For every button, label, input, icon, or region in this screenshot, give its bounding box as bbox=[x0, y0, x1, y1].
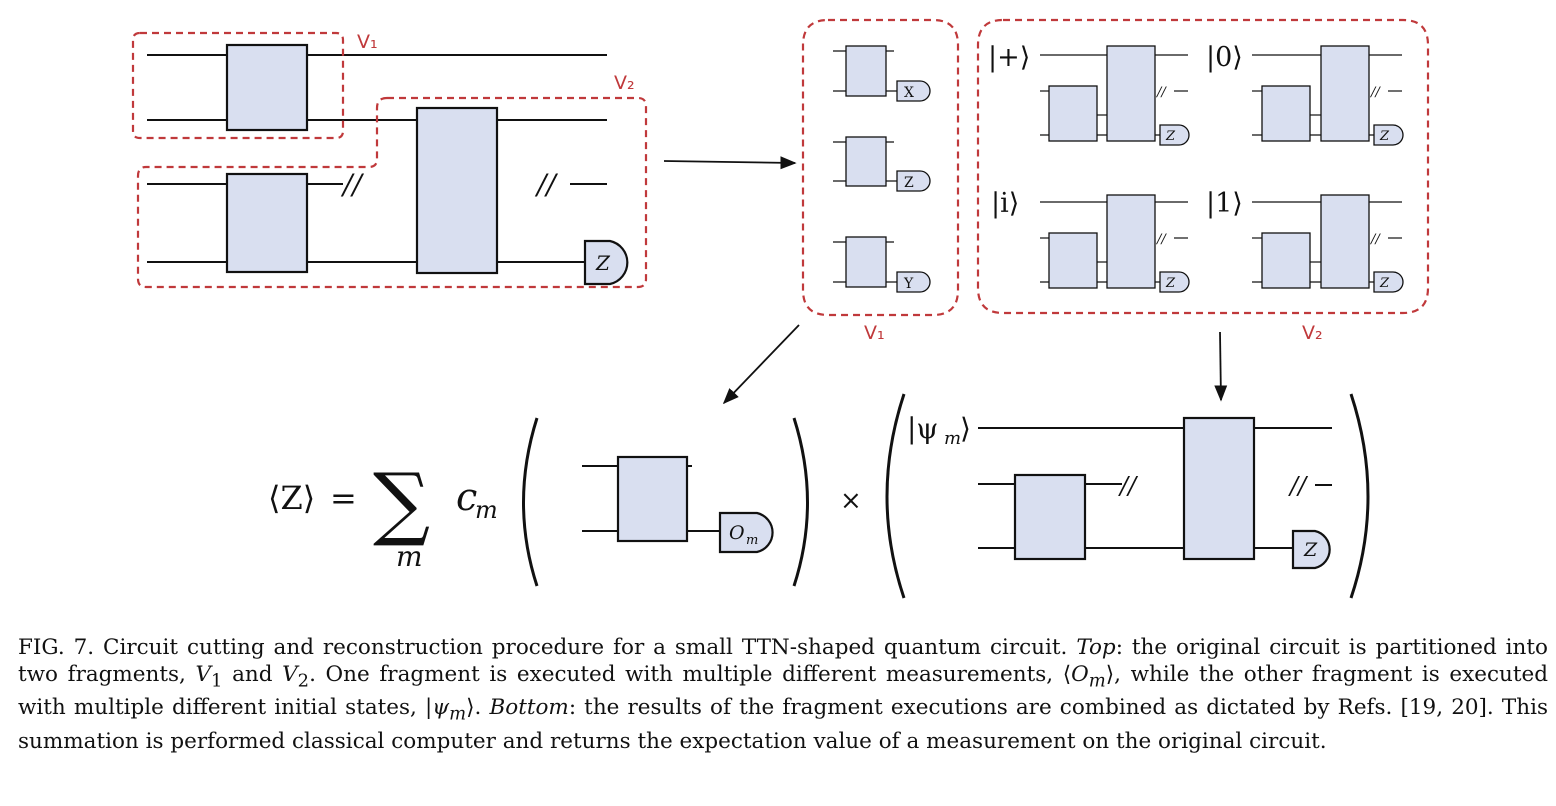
initial-state-psi: |ψ m ⟩ bbox=[907, 412, 971, 449]
svg-text://: // bbox=[1369, 232, 1381, 247]
original-circuit: // // Z V₁ V₂ bbox=[131, 31, 648, 289]
svg-text:O: O bbox=[729, 522, 745, 544]
svg-text:Y: Y bbox=[903, 276, 914, 292]
measurement-z-bottom: Z bbox=[1291, 529, 1331, 570]
initial-state-zero: |0⟩ bbox=[1206, 42, 1243, 73]
gate-u1 bbox=[225, 43, 309, 132]
v1-variant-x: X bbox=[833, 45, 931, 102]
left-paren-close bbox=[792, 417, 809, 587]
initial-state-plus: |+⟩ bbox=[988, 42, 1030, 73]
svg-text:Z: Z bbox=[595, 251, 611, 275]
v2-variant-plus: |+⟩ // Z bbox=[988, 42, 1190, 146]
measurement-om: O m bbox=[718, 511, 774, 554]
svg-text:X: X bbox=[904, 85, 914, 101]
figure-caption: FIG. 7. Circuit cutting and reconstructi… bbox=[18, 635, 1548, 754]
cut-mark: // bbox=[1118, 472, 1139, 500]
fragment-v1-label: V₁ bbox=[357, 31, 378, 53]
svg-text:m: m bbox=[475, 496, 498, 524]
svg-text:Z: Z bbox=[1303, 539, 1318, 561]
arrow-down-left bbox=[722, 324, 800, 405]
svg-text:c: c bbox=[456, 475, 477, 519]
fragment-v1-circuit: O m bbox=[582, 455, 774, 554]
fragment-v2-boundary bbox=[136, 96, 648, 289]
v1-variant-z: Z bbox=[833, 136, 931, 192]
svg-text://: // bbox=[1155, 85, 1167, 100]
caption-label: FIG. 7. bbox=[18, 635, 95, 660]
initial-state-one: |1⟩ bbox=[1206, 188, 1243, 219]
initial-state-i: |i⟩ bbox=[991, 188, 1019, 219]
times-sign: × bbox=[840, 486, 862, 516]
arrow-down bbox=[1214, 331, 1228, 402]
right-paren-close bbox=[1349, 393, 1370, 599]
svg-text:⟩: ⟩ bbox=[960, 412, 971, 445]
svg-text:m: m bbox=[746, 533, 758, 548]
v2-variants-label: V₂ bbox=[1302, 322, 1323, 344]
v1-measurement-variants: X Z Y V₁ bbox=[801, 18, 960, 344]
gate-u3 bbox=[415, 106, 499, 275]
cut-mark: // bbox=[1288, 472, 1309, 500]
svg-text://: // bbox=[1369, 85, 1381, 100]
svg-text:Z: Z bbox=[1379, 276, 1390, 291]
v1-variant-y: Y bbox=[833, 236, 931, 293]
expectation-value-z: ⟨Z⟩ bbox=[268, 479, 315, 517]
fragment-v2-label: V₂ bbox=[614, 72, 635, 94]
v2-state-variants: |+⟩ // Z |0⟩ // Z |i⟩ bbox=[976, 18, 1430, 344]
measurement-z: Z bbox=[583, 239, 629, 286]
v1-variants-label: V₁ bbox=[864, 322, 885, 344]
svg-text://: // bbox=[1155, 232, 1167, 247]
fragment-v2-circuit: |ψ m ⟩ // // Z bbox=[907, 412, 1332, 570]
equals-sign: = bbox=[330, 479, 357, 517]
circuit-cutting-figure: // // Z V₁ V₂ X Z bbox=[131, 18, 1430, 599]
cut-mark: // bbox=[534, 168, 558, 201]
svg-text:|ψ: |ψ bbox=[907, 412, 938, 445]
sum-symbol: ∑ bbox=[373, 456, 430, 549]
reconstruction-equation: ⟨Z⟩ = ∑ m c m O m × |ψ m ⟩ bbox=[268, 393, 1370, 599]
right-paren-open bbox=[885, 393, 906, 599]
svg-text:Z: Z bbox=[904, 175, 914, 191]
coefficient-cm: c m bbox=[456, 475, 498, 524]
svg-text:Z: Z bbox=[1165, 276, 1176, 291]
v2-variant-zero: |0⟩ // Z bbox=[1206, 42, 1404, 146]
sum-index: m bbox=[396, 540, 423, 573]
cut-mark: // bbox=[340, 168, 364, 201]
svg-text:Z: Z bbox=[1165, 129, 1176, 144]
v1-variants-boundary bbox=[801, 18, 960, 317]
svg-text:m: m bbox=[944, 428, 961, 449]
gate-u2 bbox=[225, 172, 309, 274]
v2-variant-one: |1⟩ // Z bbox=[1206, 188, 1404, 293]
v2-variant-i: |i⟩ // Z bbox=[991, 188, 1190, 293]
arrow-right bbox=[663, 156, 797, 170]
v2-variants-boundary bbox=[976, 18, 1430, 315]
svg-text:Z: Z bbox=[1379, 129, 1390, 144]
left-paren-open bbox=[522, 417, 539, 587]
